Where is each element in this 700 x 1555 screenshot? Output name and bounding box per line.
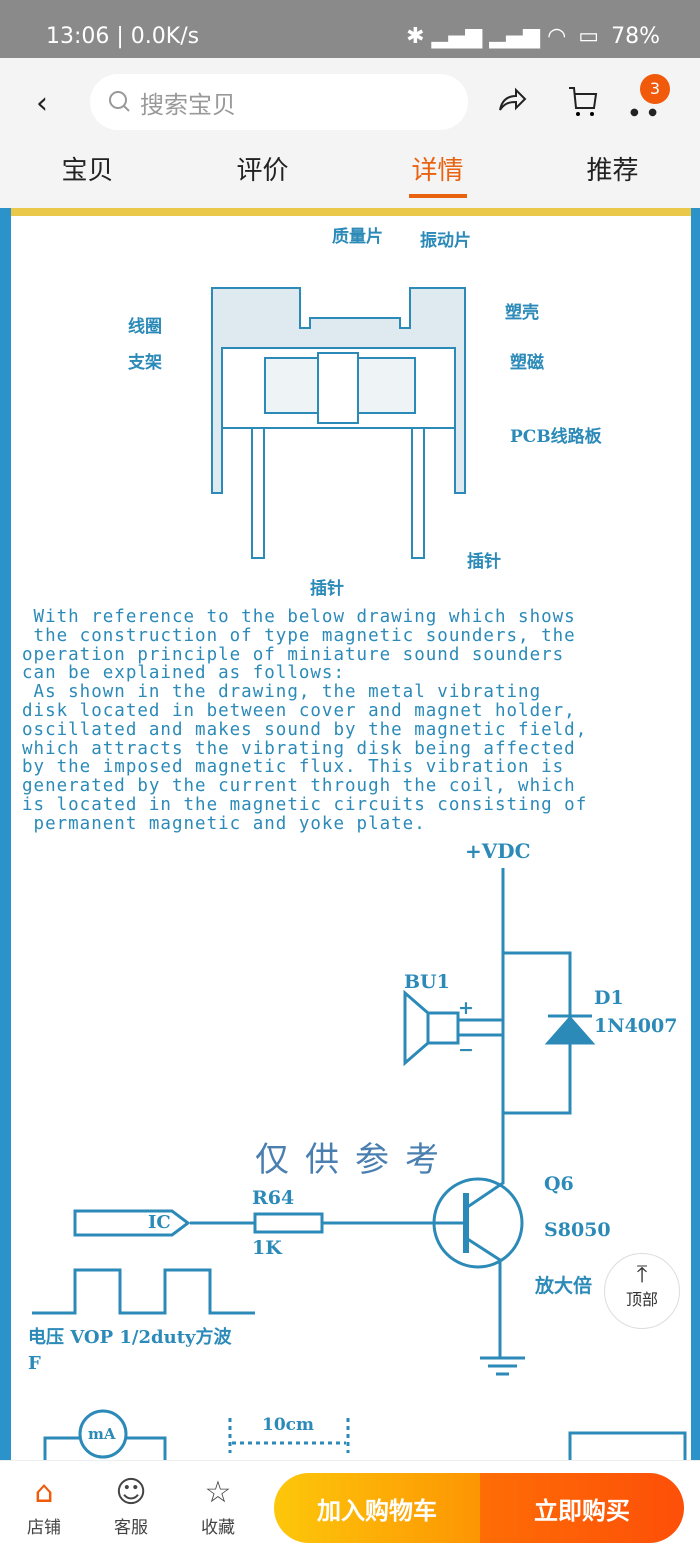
label-ic: IC [148, 1212, 171, 1233]
time-speed: 13:06 | 0.0K/s [46, 24, 200, 49]
service-icon: ☺ [115, 1475, 147, 1510]
label-r-val: 1K [252, 1237, 282, 1259]
label-gain: 放大倍 [535, 1275, 593, 1297]
tab-reviews[interactable]: 评价 [236, 156, 289, 186]
tab-bar: 宝贝 评价 详情 推荐 [0, 150, 700, 198]
cart-icon[interactable] [566, 84, 600, 118]
label-r64: R64 [252, 1187, 295, 1209]
label-bracket: 支架 [128, 353, 162, 373]
service-label: 客服 [114, 1518, 148, 1538]
signal-icon: ✱ ▂▄▆ ▂▄▆ ◠ [406, 24, 567, 49]
status-bar: 13:06 | 0.0K/s ✱ ▂▄▆ ▂▄▆ ◠ ▭ 78% [0, 0, 700, 58]
buy-now-button[interactable]: 立即购买 [480, 1473, 684, 1543]
back-to-top-label: 顶部 [625, 1290, 658, 1309]
search-placeholder: 搜索宝贝 [140, 90, 236, 119]
battery-icon: ▭ [578, 24, 600, 49]
label-pin: 插针 [467, 552, 501, 572]
label-shell: 塑壳 [505, 303, 539, 323]
label-q6-part: S8050 [544, 1219, 611, 1241]
watermark: 仅供参考 [255, 1140, 455, 1180]
label-plus: + [458, 997, 474, 1019]
description-text: With reference to the below drawing whic… [22, 607, 588, 834]
label-ma: mA [88, 1425, 116, 1443]
label-d1: D1 [594, 987, 624, 1009]
label-minus: − [458, 1039, 474, 1061]
share-icon[interactable] [496, 84, 528, 116]
back-to-top-button[interactable]: ⤒ 顶部 [604, 1253, 680, 1329]
search-input[interactable]: 搜索宝贝 [90, 74, 468, 130]
tab-details[interactable]: 详情 [350, 150, 525, 198]
back-button[interactable]: ‹ [36, 86, 48, 121]
label-q6: Q6 [544, 1173, 574, 1195]
label-mass: 质量片 [332, 227, 383, 247]
label-f: F [28, 1353, 41, 1374]
label-bu1: BU1 [404, 971, 450, 993]
label-vib: 振动片 [420, 231, 471, 251]
star-icon: ☆ [204, 1475, 232, 1510]
more-icon[interactable]: ● ● [630, 107, 657, 118]
shop-icon: ⌂ [34, 1475, 54, 1510]
shop-label: 店铺 [27, 1518, 61, 1538]
label-wave: 电压 VOP 1/2duty方波 [28, 1327, 232, 1348]
service-button[interactable]: ☺ 客服 [101, 1473, 161, 1538]
favorite-button[interactable]: ☆ 收藏 [188, 1473, 248, 1538]
label-dist: 10cm [262, 1415, 314, 1435]
label-coil: 线圈 [128, 317, 162, 337]
label-magnet: 塑磁 [510, 353, 544, 373]
message-badge: 3 [640, 74, 670, 104]
label-pcb: PCB线路板 [510, 427, 602, 447]
favorite-label: 收藏 [201, 1518, 235, 1538]
diagram-drawing [32, 287, 687, 1460]
search-icon [109, 91, 130, 112]
label-pin: 插针 [310, 579, 344, 599]
shop-button[interactable]: ⌂ 店铺 [14, 1473, 74, 1538]
bottom-bar: ⌂ 店铺 ☺ 客服 ☆ 收藏 加入购物车 立即购买 [0, 1460, 700, 1555]
battery-level: 78% [611, 24, 660, 49]
tab-recommend[interactable]: 推荐 [586, 156, 639, 186]
tab-item[interactable]: 宝贝 [61, 156, 114, 186]
arrow-up-icon: ⤒ [636, 1260, 648, 1288]
product-detail-image: 质量片 振动片 线圈 支架 塑壳 塑磁 PCB线路板 插针 插针 With re… [0, 208, 700, 1460]
label-vdc: +VDC [465, 839, 531, 863]
label-d1-part: 1N4007 [594, 1015, 678, 1037]
add-to-cart-button[interactable]: 加入购物车 [274, 1473, 480, 1543]
